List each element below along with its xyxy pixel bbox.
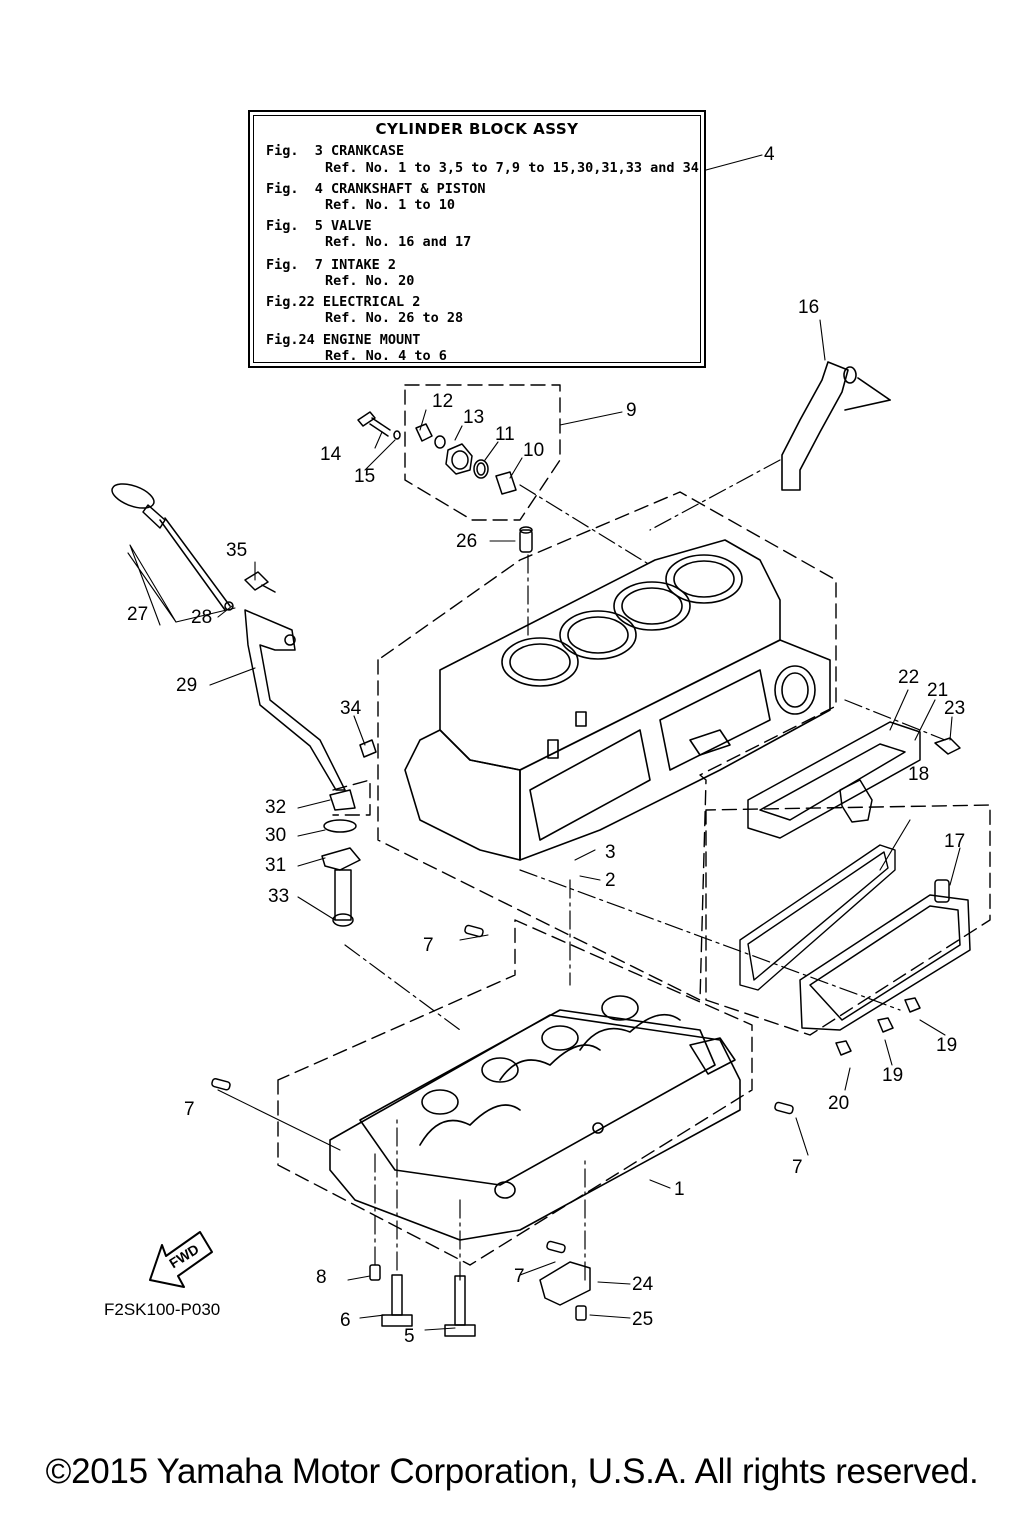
- callout-26: 26: [456, 531, 478, 552]
- ref-fig-engine-mount: Fig.24 ENGINE MOUNT: [266, 332, 421, 348]
- callout-16: 16: [798, 297, 820, 318]
- copyright-notice: ©2015 Yamaha Motor Corporation, U.S.A. A…: [45, 1452, 979, 1491]
- ref-sub-electrical: Ref. No. 26 to 28: [325, 310, 464, 326]
- callout-29: 29: [176, 675, 198, 696]
- callout-4: 4: [764, 144, 775, 165]
- callout-7-left: 7: [184, 1099, 195, 1120]
- fwd-arrow: [149, 1231, 213, 1288]
- oil-guide-pipe-29: [244, 609, 346, 791]
- callout-23: 23: [944, 698, 966, 719]
- ref-fig-valve: Fig. 5 VALVE: [266, 218, 372, 234]
- callout-7-bottom: 7: [514, 1266, 525, 1287]
- pins-bolts-lower: [211, 924, 794, 1337]
- callout-3: 3: [605, 842, 616, 863]
- ref-sub-crankshaft: Ref. No. 1 to 10: [325, 197, 456, 213]
- oil-guide-outline: [332, 779, 371, 816]
- callout-2: 2: [605, 870, 616, 891]
- sleeve-26: [519, 526, 533, 553]
- callout-28: 28: [191, 607, 213, 628]
- ref-sub-engine-mount: Ref. No. 4 to 6: [325, 348, 447, 364]
- callout-1: 1: [674, 1179, 685, 1200]
- callout-8: 8: [316, 1267, 327, 1288]
- callout-31: 31: [265, 855, 287, 876]
- callout-24: 24: [632, 1274, 654, 1295]
- ref-sub-intake: Ref. No. 20: [325, 273, 415, 289]
- cylinder-block: [404, 539, 831, 861]
- callout-leaders: [127, 154, 961, 1331]
- valve-parts: [357, 411, 517, 495]
- callout-7-right: 7: [792, 1157, 803, 1178]
- callout-21: 21: [927, 680, 949, 701]
- ref-sub-crankcase: Ref. No. 1 to 3,5 to 7,9 to 15,30,31,33 …: [325, 160, 699, 176]
- cover-17: [799, 879, 971, 1031]
- reference-table-inner-border: [253, 115, 701, 363]
- callout-9: 9: [626, 400, 637, 421]
- callout-5: 5: [404, 1326, 415, 1347]
- gasket-18: [739, 844, 896, 991]
- intake-parts: [747, 721, 961, 839]
- callout-25: 25: [632, 1309, 654, 1330]
- reference-table: CYLINDER BLOCK ASSY Fig. 3 CRANKCASE Ref…: [248, 110, 706, 368]
- callout-10: 10: [523, 440, 545, 461]
- ref-fig-crankcase: Fig. 3 CRANKCASE: [266, 143, 405, 159]
- bolts-19-20: [835, 997, 921, 1056]
- callout-19-right: 19: [936, 1035, 958, 1056]
- callout-12: 12: [432, 391, 454, 412]
- callout-33: 33: [268, 886, 290, 907]
- callout-34: 34: [340, 698, 362, 719]
- intake-group-outline: [705, 804, 991, 1036]
- diagram-code: F2SK100-P030: [104, 1300, 221, 1319]
- callout-30: 30: [265, 825, 287, 846]
- callout-20: 20: [828, 1093, 850, 1114]
- callout-18: 18: [908, 764, 930, 785]
- callout-15: 15: [354, 466, 376, 487]
- lower-crankcase: [329, 995, 741, 1241]
- callout-13: 13: [463, 407, 485, 428]
- valve-group-outline: [404, 384, 561, 521]
- ref-sub-valve: Ref. No. 16 and 17: [325, 234, 472, 250]
- lower-crankcase-outline: [277, 919, 753, 1266]
- callout-14: 14: [320, 444, 342, 465]
- breather-hose-16: [781, 361, 891, 491]
- fittings-30-35: [244, 571, 377, 927]
- callout-6: 6: [340, 1310, 351, 1331]
- callout-17: 17: [944, 831, 966, 852]
- reference-table-title: CYLINDER BLOCK ASSY: [375, 120, 579, 138]
- callout-32: 32: [265, 797, 287, 818]
- assembly-group-outlines: [277, 384, 991, 1266]
- callout-27: 27: [127, 604, 149, 625]
- cylinder-block-outline: [377, 491, 837, 1001]
- ref-fig-crankshaft: Fig. 4 CRANKSHAFT & PISTON: [266, 181, 486, 197]
- callout-35: 35: [226, 540, 248, 561]
- callout-22: 22: [898, 667, 920, 688]
- callout-7-top: 7: [423, 935, 434, 956]
- callout-19-lower: 19: [882, 1065, 904, 1086]
- callout-11: 11: [495, 424, 515, 445]
- dipstick-27-28: [111, 483, 234, 611]
- ref-fig-electrical: Fig.22 ELECTRICAL 2: [266, 294, 421, 310]
- ref-fig-intake: Fig. 7 INTAKE 2: [266, 257, 397, 273]
